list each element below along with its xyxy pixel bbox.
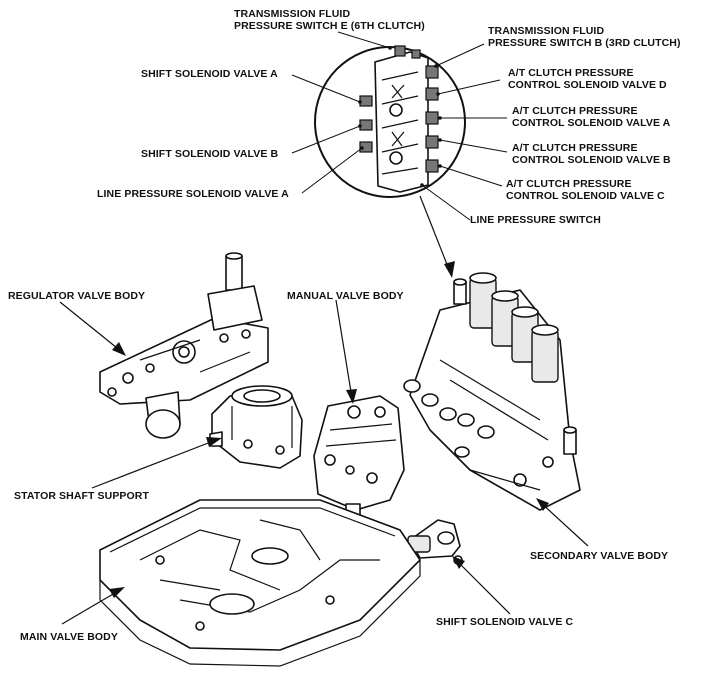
label-tfps-e: TRANSMISSION FLUID PRESSURE SWITCH E (6T… (234, 8, 425, 32)
label-shift-solenoid-a: SHIFT SOLENOID VALVE A (141, 68, 278, 80)
label-atc-solenoid-b: A/T CLUTCH PRESSURE CONTROL SOLENOID VAL… (512, 142, 671, 166)
label-atc-solenoid-a: A/T CLUTCH PRESSURE CONTROL SOLENOID VAL… (512, 105, 671, 129)
secondary-valve-body-art (403, 272, 581, 511)
label-line-pressure-switch: LINE PRESSURE SWITCH (470, 214, 601, 226)
label-shift-solenoid-c: SHIFT SOLENOID VALVE C (436, 616, 574, 628)
main-valve-body-art (99, 499, 421, 667)
label-main-valve-body: MAIN VALVE BODY (20, 631, 118, 643)
label-secondary-valve-body: SECONDARY VALVE BODY (530, 550, 669, 562)
label-stator-shaft-support: STATOR SHAFT SUPPORT (14, 490, 150, 502)
label-atc-solenoid-c: A/T CLUTCH PRESSURE CONTROL SOLENOID VAL… (506, 178, 665, 202)
label-atc-solenoid-d: A/T CLUTCH PRESSURE CONTROL SOLENOID VAL… (508, 67, 667, 91)
label-shift-solenoid-b: SHIFT SOLENOID VALVE B (141, 148, 279, 160)
regulator-valve-body-art (99, 252, 269, 439)
magnified-view (314, 45, 466, 198)
label-line-pressure-solenoid-a: LINE PRESSURE SOLENOID VALVE A (97, 188, 289, 200)
label-tfps-b: TRANSMISSION FLUID PRESSURE SWITCH B (3R… (488, 25, 681, 49)
label-manual-valve-body: MANUAL VALVE BODY (287, 290, 404, 302)
stator-shaft-support-art (209, 385, 303, 469)
lower-leaders (59, 299, 589, 625)
leader-lines (291, 31, 508, 278)
label-regulator-valve-body: REGULATOR VALVE BODY (8, 290, 146, 302)
